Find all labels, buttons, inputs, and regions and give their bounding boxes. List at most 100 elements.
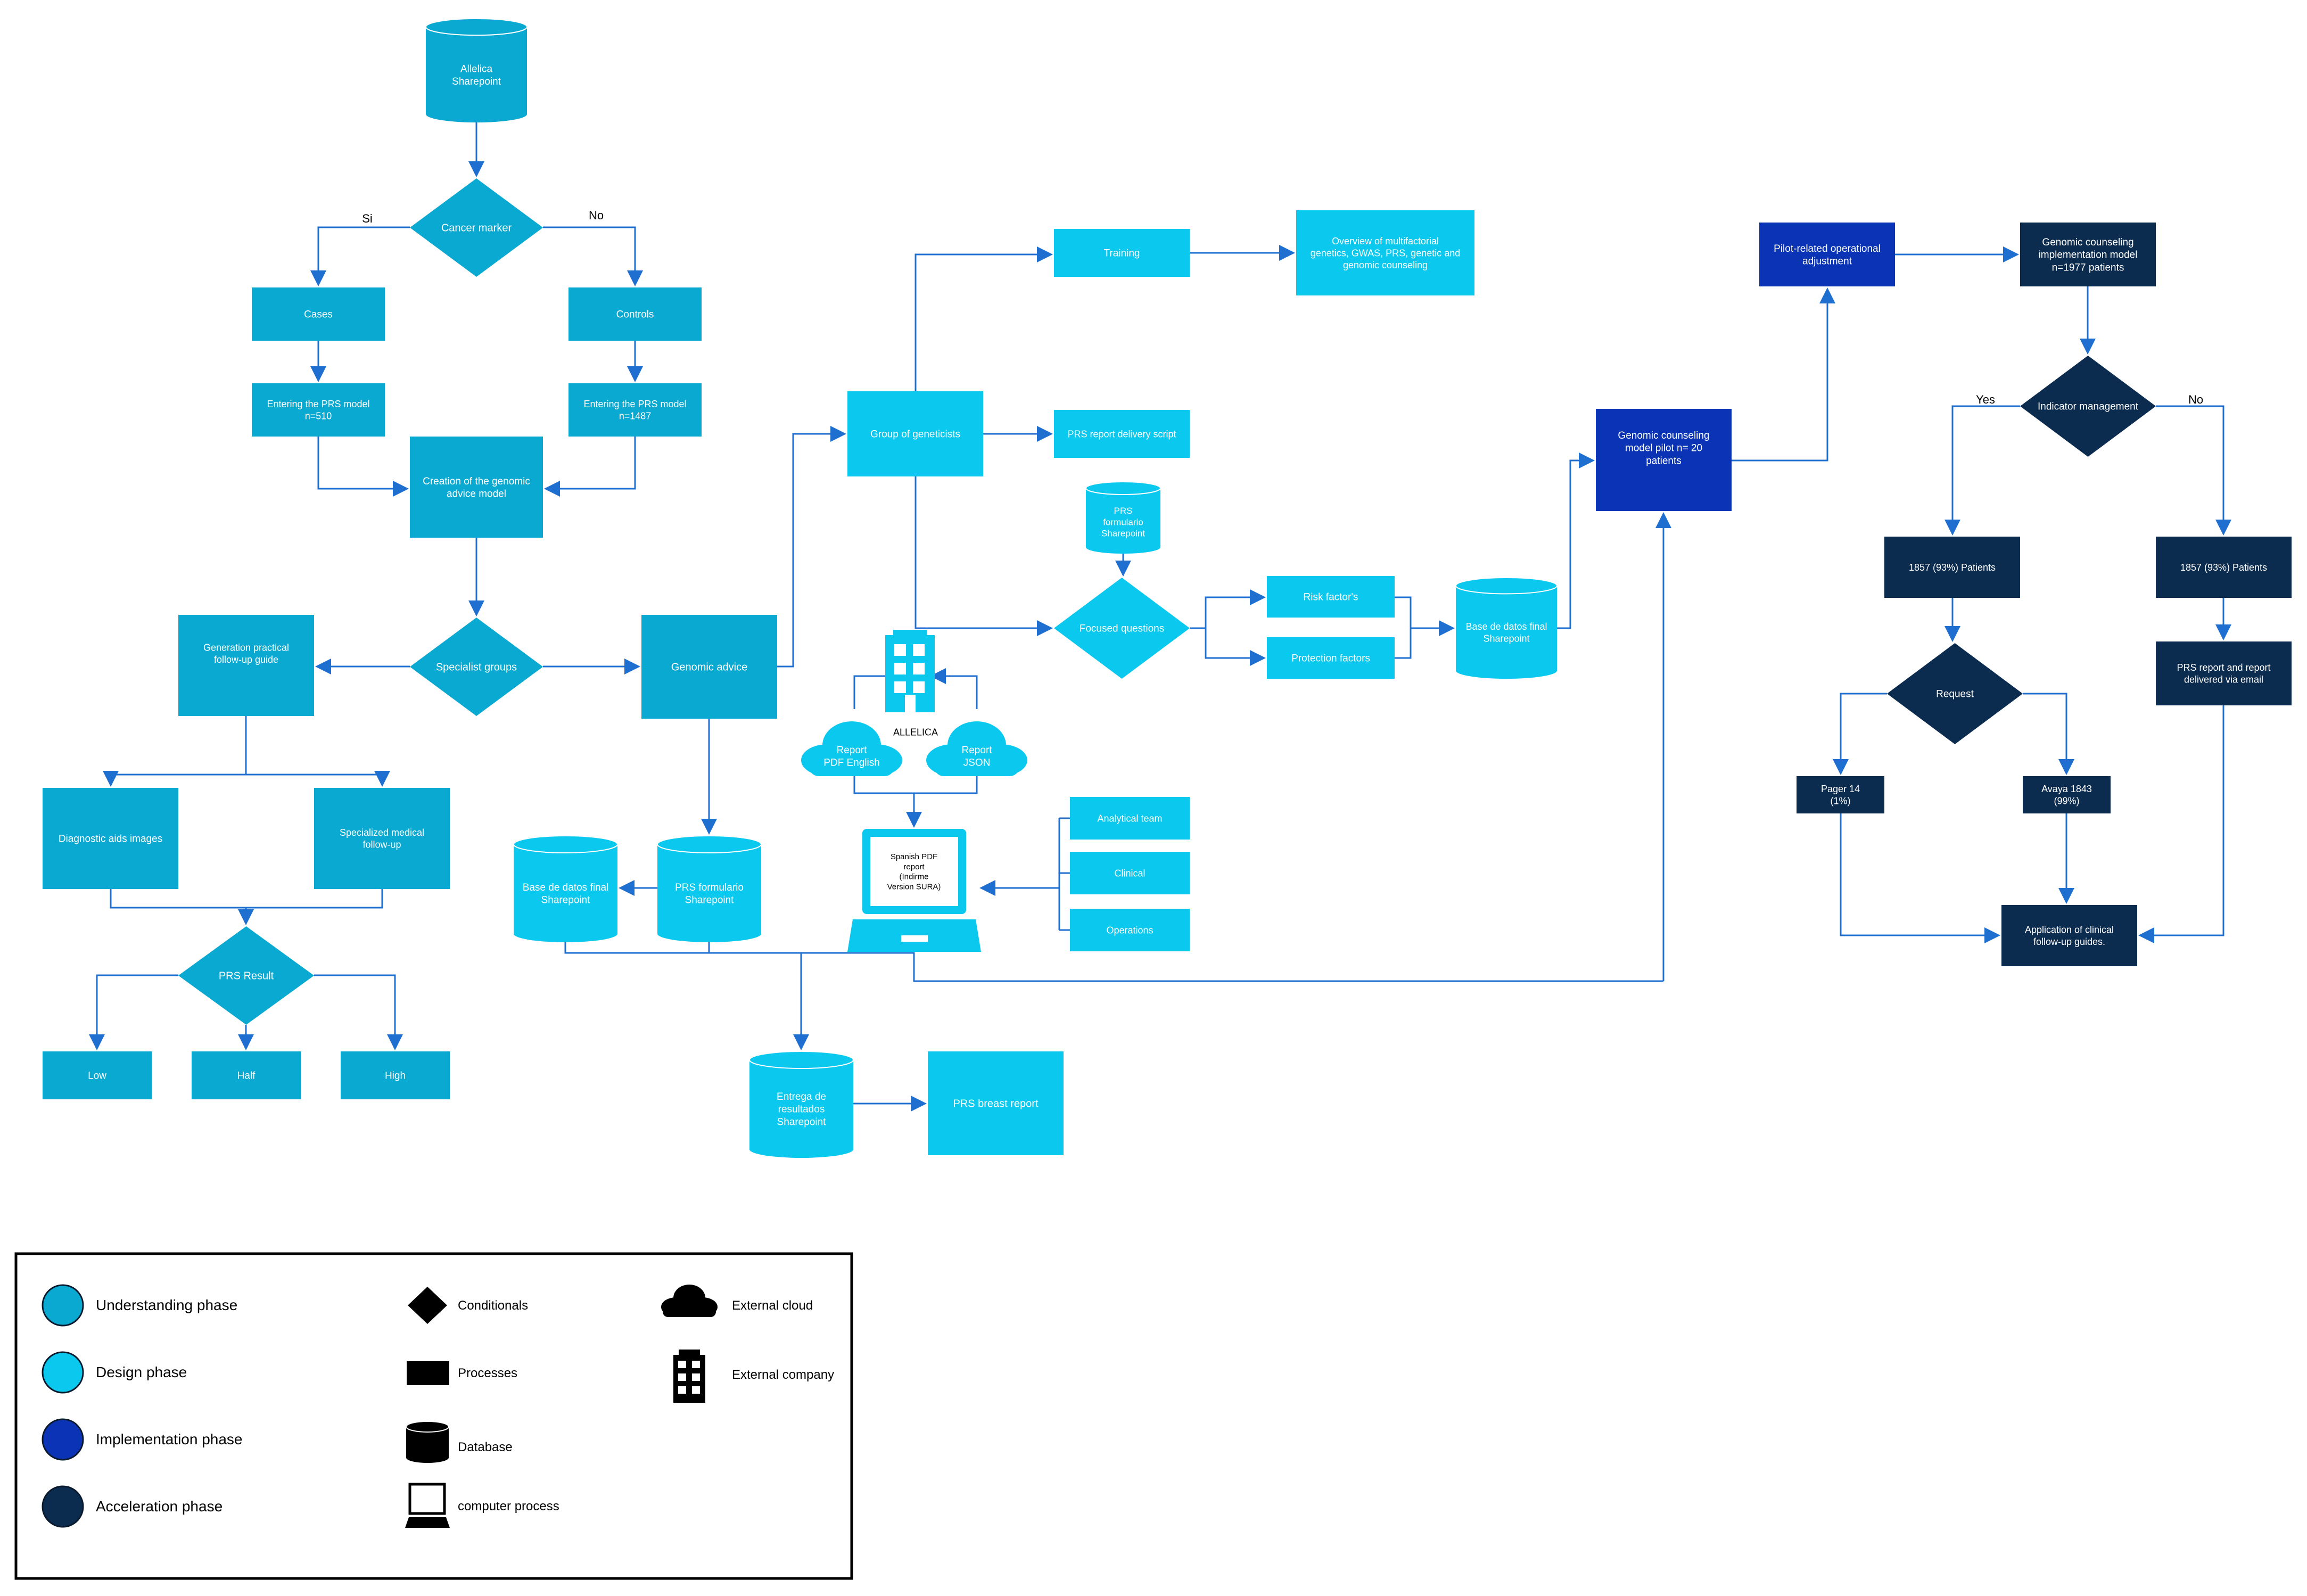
- avaya-label: Avaya 1843(99%): [2041, 784, 2092, 807]
- prs-breast-report-node: PRS breast report: [928, 1051, 1064, 1155]
- cancer-marker-node: Cancer marker: [410, 178, 543, 277]
- legend-processes-label: Processes: [458, 1366, 517, 1380]
- focused_questions-label: Focused questions: [1080, 623, 1165, 635]
- pager-to-application-arrow: [1840, 813, 2000, 943]
- base-datos-left-shape: [514, 836, 617, 942]
- focused-questions-shape: [1054, 578, 1190, 679]
- patients-left-shape: [1884, 537, 2020, 598]
- entering-to-creation-right-arrow: [544, 437, 636, 497]
- allelica-sharepoint-top: [425, 18, 528, 36]
- genomic-pilot-shape: [1596, 409, 1732, 511]
- group-geneticists-node: Group of geneticists: [847, 391, 983, 476]
- specialist-groups-shape: [410, 618, 543, 716]
- avaya-node: Avaya 1843(99%): [2023, 776, 2111, 813]
- controls-label: Controls: [616, 309, 654, 320]
- request-to-pager-arrow: [1833, 693, 1887, 775]
- base-datos-right-top: [1455, 577, 1558, 595]
- analytical_team-label: Analytical team: [1097, 813, 1162, 824]
- genomic_advice-label: Genomic advice: [671, 662, 747, 673]
- prs-formulario-top-top: [1085, 481, 1161, 495]
- entrega-resultados-top: [749, 1051, 854, 1069]
- bases-join-line: [564, 942, 710, 954]
- training-label: Training: [1104, 248, 1140, 259]
- legend-cloud-icon: [661, 1285, 718, 1317]
- patients_right-label: 1857 (93%) Patients: [2180, 562, 2267, 573]
- entering-to-creation-left-arrow: [317, 437, 409, 497]
- connectors: [89, 122, 2231, 1112]
- legend-external-company-label: External company: [732, 1368, 834, 1382]
- generation-guide-shape: [178, 615, 314, 716]
- pilot-to-adjustment-arrow: [1732, 287, 1835, 462]
- legend-implementation-label: Implementation phase: [96, 1431, 243, 1447]
- legend-database-label: Database: [458, 1440, 513, 1454]
- request-shape: [1887, 643, 2023, 744]
- edge-label-si: Si: [362, 212, 373, 225]
- pilot-adjustment-shape: [1759, 223, 1895, 286]
- allelica-building-icon: ALLELICA: [885, 630, 938, 737]
- training-shape: [1054, 229, 1190, 277]
- protection-factors-shape: [1267, 637, 1395, 679]
- building-to-json-arrow: [930, 668, 978, 709]
- indicator-to-patients-right-arrow: [2156, 405, 2231, 536]
- cases-label: Cases: [304, 309, 333, 320]
- controls-shape: [568, 287, 702, 341]
- patients_left-label: 1857 (93%) Patients: [1909, 562, 1996, 573]
- group-to-focused-arrow: [914, 476, 1053, 636]
- specialist-groups-node: Specialist groups: [410, 618, 543, 716]
- legend-design-swatch: [42, 1351, 84, 1394]
- group_geneticists-label: Group of geneticists: [870, 429, 960, 440]
- prs_breast_report-label: PRS breast report: [953, 1098, 1039, 1110]
- analytical-team-shape: [1070, 797, 1190, 840]
- operations-label: Operations: [1106, 925, 1153, 935]
- laptop-to-pilot-path-line: [709, 952, 1663, 982]
- legend-understanding-label: Understanding phase: [96, 1297, 237, 1313]
- controls-node: Controls: [568, 287, 702, 341]
- diagnostic_aids-label: Diagnostic aids images: [59, 834, 162, 845]
- half-label: Half: [237, 1071, 256, 1082]
- overview-shape: [1296, 210, 1474, 295]
- cancer-to-controls-arrow: [543, 226, 643, 286]
- edge-label-no-top: No: [589, 209, 604, 222]
- analytical-team-node: Analytical team: [1070, 797, 1190, 840]
- operations-node: Operations: [1070, 909, 1190, 951]
- cancer-marker-shape: [410, 178, 543, 277]
- specialized-followup-shape: [314, 788, 450, 889]
- legend-understanding-swatch: [42, 1284, 84, 1327]
- allelica_company-label: ALLELICA: [893, 727, 938, 737]
- high-shape: [341, 1051, 450, 1099]
- low-label: Low: [88, 1071, 106, 1082]
- edge-label-no-right: No: [2188, 393, 2203, 406]
- operations-shape: [1070, 909, 1190, 951]
- protection-factors-node: Protection factors: [1267, 637, 1395, 679]
- prs-result-node: PRS Result: [178, 926, 314, 1025]
- group-to-training-arrow: [914, 246, 1053, 391]
- prs-report-script-node: PRS report delivery script: [1054, 410, 1190, 458]
- building-to-pdf-arrow: [853, 668, 901, 709]
- half-shape: [192, 1051, 301, 1099]
